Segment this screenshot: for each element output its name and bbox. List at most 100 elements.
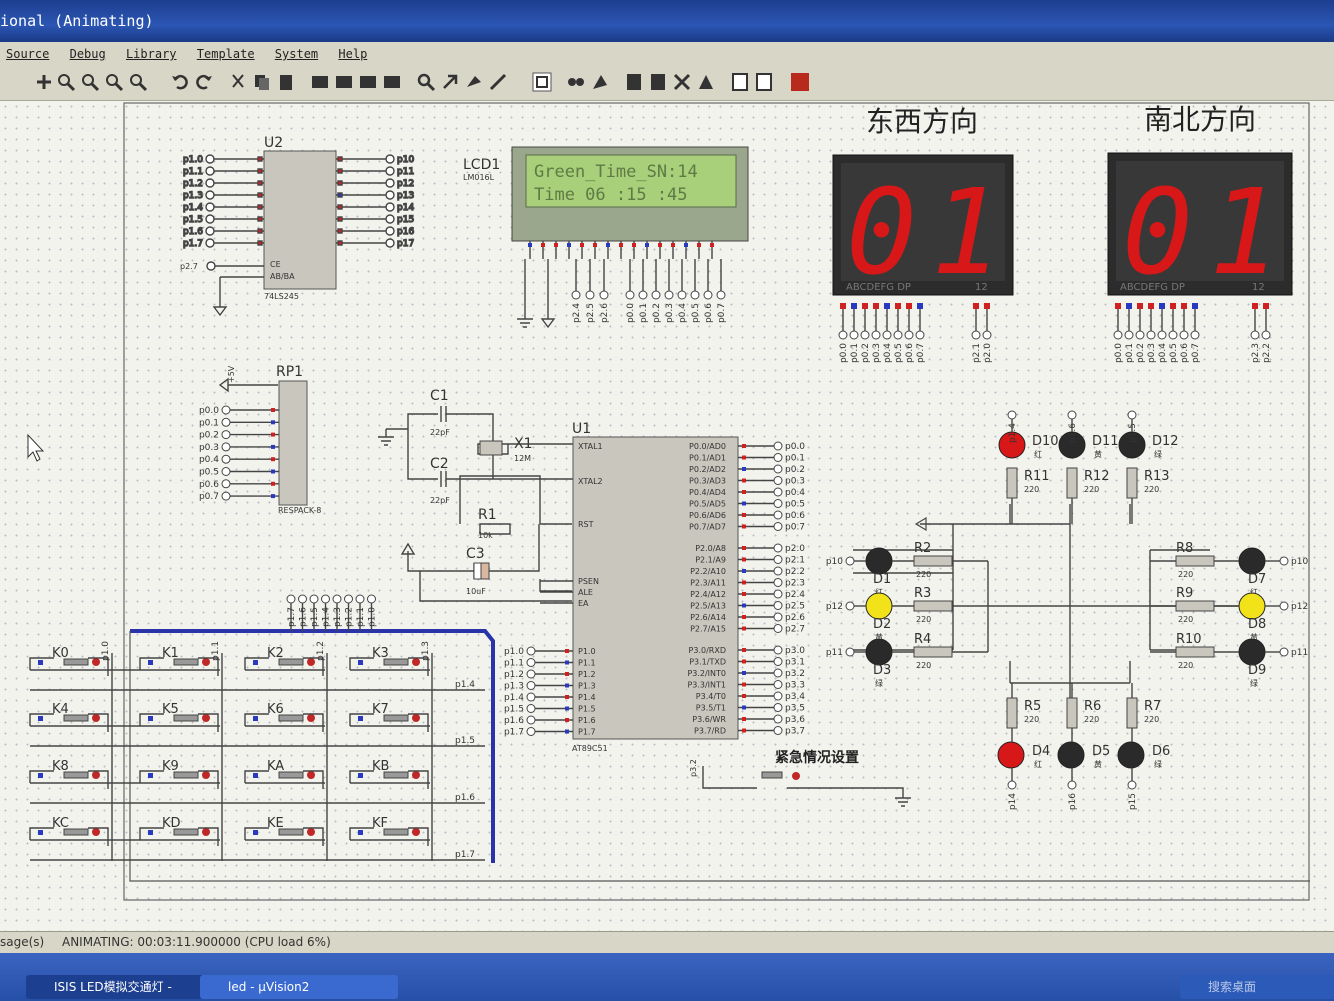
terminal[interactable] xyxy=(773,499,783,508)
keypad-key[interactable] xyxy=(383,828,409,836)
terminal[interactable] xyxy=(690,290,700,300)
taskbar-isis[interactable]: ISIS LED模拟交通灯 - xyxy=(26,975,218,999)
terminal[interactable] xyxy=(205,202,215,212)
terminal[interactable] xyxy=(773,566,783,576)
keypad-key[interactable] xyxy=(383,714,409,722)
exit-parent-icon[interactable] xyxy=(672,72,692,92)
block-move-icon[interactable] xyxy=(334,72,354,92)
terminal[interactable] xyxy=(845,556,855,566)
terminal[interactable] xyxy=(205,238,215,248)
terminal[interactable] xyxy=(385,178,395,188)
terminal[interactable] xyxy=(651,290,661,300)
terminal[interactable] xyxy=(585,290,595,300)
terminal[interactable] xyxy=(982,330,992,340)
terminal[interactable] xyxy=(664,290,674,300)
terminal[interactable] xyxy=(773,441,783,451)
terminal[interactable] xyxy=(526,669,536,679)
terminal[interactable] xyxy=(286,594,296,604)
terminal[interactable] xyxy=(221,430,231,440)
zoom-out-icon[interactable] xyxy=(80,72,100,92)
menu-debug[interactable]: Debug xyxy=(69,47,106,61)
zoom-all-icon[interactable] xyxy=(104,72,124,92)
terminal[interactable] xyxy=(638,290,648,300)
terminal[interactable] xyxy=(221,417,231,427)
menu-system[interactable]: System xyxy=(274,47,319,61)
keypad-key[interactable] xyxy=(173,658,199,666)
make-device-icon[interactable] xyxy=(440,72,460,92)
terminal[interactable] xyxy=(526,715,536,725)
terminal[interactable] xyxy=(773,691,783,701)
terminal[interactable] xyxy=(773,645,783,655)
terminal[interactable] xyxy=(773,589,783,599)
terminal[interactable] xyxy=(1179,330,1189,340)
paste-icon[interactable] xyxy=(276,72,296,92)
keypad-key[interactable] xyxy=(278,771,304,779)
terminal[interactable] xyxy=(1067,410,1077,420)
terminal[interactable] xyxy=(332,594,342,604)
terminal[interactable] xyxy=(298,594,307,604)
lcd-display[interactable]: LCD1 LM016L Green_Time_SN:14 Time 06 :15… xyxy=(463,146,749,329)
cut-icon[interactable] xyxy=(228,72,248,92)
terminal[interactable] xyxy=(221,467,231,476)
search-tag-icon[interactable] xyxy=(566,72,586,92)
terminal[interactable] xyxy=(1279,647,1289,657)
terminal[interactable] xyxy=(773,612,783,622)
terminal[interactable] xyxy=(385,190,395,200)
keypad-key[interactable] xyxy=(278,658,304,666)
terminal[interactable] xyxy=(773,624,783,633)
terminal[interactable] xyxy=(205,154,215,164)
terminal[interactable] xyxy=(1007,410,1017,420)
u1-mcu[interactable]: U1 AT89C51 XTAL1XTAL2RSTPSENALEEAP1.0p1.… xyxy=(504,421,805,753)
terminal[interactable] xyxy=(221,491,231,501)
terminal[interactable] xyxy=(1135,330,1145,340)
menu-help[interactable]: Help xyxy=(338,47,368,61)
messages-count[interactable]: sage(s) xyxy=(0,935,45,949)
terminal[interactable] xyxy=(355,594,365,604)
keypad-key[interactable] xyxy=(383,771,409,779)
package-icon[interactable] xyxy=(464,72,484,92)
ares-icon[interactable] xyxy=(790,72,810,92)
bill-of-materials-icon[interactable] xyxy=(730,72,750,92)
terminal[interactable] xyxy=(1157,330,1167,340)
terminal[interactable] xyxy=(904,330,914,340)
terminal[interactable] xyxy=(838,330,848,340)
emergency-switch[interactable]: 紧急情况设置 p3.2 xyxy=(689,749,911,807)
electrical-check-icon[interactable] xyxy=(754,72,774,92)
taskbar-search[interactable]: 搜索桌面 xyxy=(1180,975,1334,999)
keypad-key[interactable] xyxy=(63,658,89,666)
terminal[interactable] xyxy=(1127,780,1137,790)
property-tool-icon[interactable] xyxy=(590,72,610,92)
keypad-key[interactable] xyxy=(63,828,89,836)
terminal[interactable] xyxy=(1190,330,1200,340)
wire-autoroute-icon[interactable] xyxy=(488,72,508,92)
block-rotate-icon[interactable] xyxy=(358,72,378,92)
terminal[interactable] xyxy=(221,454,231,464)
terminal[interactable] xyxy=(205,214,215,224)
terminal[interactable] xyxy=(221,479,231,489)
terminal[interactable] xyxy=(773,601,783,610)
add-icon[interactable] xyxy=(34,72,54,92)
terminal[interactable] xyxy=(860,330,870,340)
terminal[interactable] xyxy=(773,714,783,724)
zoom-in-icon[interactable] xyxy=(56,72,76,92)
keypad-key[interactable] xyxy=(278,714,304,722)
terminal[interactable] xyxy=(773,726,783,735)
terminal[interactable] xyxy=(882,330,892,340)
terminal[interactable] xyxy=(526,692,536,702)
terminal[interactable] xyxy=(773,476,783,485)
terminal[interactable] xyxy=(893,330,903,340)
terminal[interactable] xyxy=(1067,780,1077,790)
block-delete-icon[interactable] xyxy=(382,72,402,92)
keypad-key[interactable] xyxy=(63,714,89,722)
wire-router-icon[interactable] xyxy=(532,72,552,92)
terminal[interactable] xyxy=(703,290,713,300)
terminal[interactable] xyxy=(845,601,855,611)
keypad-key[interactable] xyxy=(173,828,199,836)
terminal[interactable] xyxy=(526,646,536,656)
terminal[interactable] xyxy=(1279,601,1289,611)
terminal[interactable] xyxy=(1127,410,1137,420)
